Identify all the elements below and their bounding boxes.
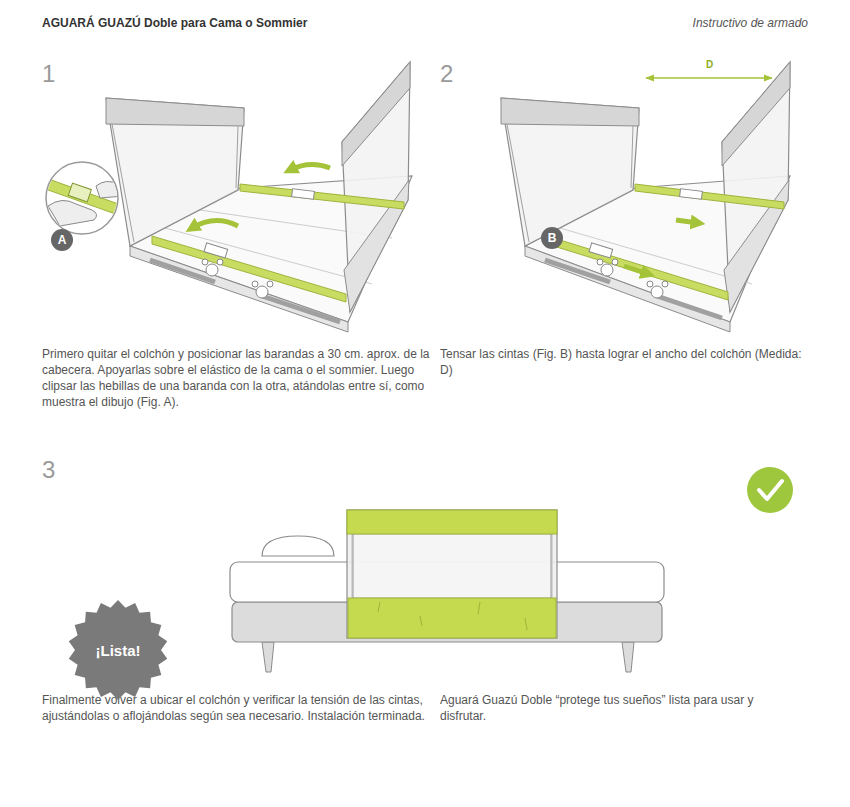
step3-illustration: [230, 467, 793, 672]
bed-leg: [622, 642, 634, 672]
strap: [635, 184, 784, 209]
check-circle: [747, 467, 793, 513]
clamp-knob: [601, 264, 613, 276]
magnifier-detail: [96, 181, 124, 198]
ready-badge: ¡Lista!: [68, 600, 168, 700]
rail-band: [342, 62, 410, 166]
step2-illustration: [501, 62, 790, 332]
fabric-fold: [378, 602, 527, 630]
starburst-shape: [69, 600, 167, 700]
fabric-fold: [378, 602, 380, 612]
rail-mesh: [352, 534, 552, 598]
step-number: 2: [440, 60, 453, 88]
circle-shape: [541, 227, 563, 249]
rail-band: [106, 98, 244, 126]
buckle: [589, 243, 613, 258]
rail-band: [347, 510, 557, 534]
step-number: 1: [42, 60, 55, 88]
move-arrow: [624, 266, 648, 274]
step-number: 3: [42, 456, 55, 484]
clamp-knob: [662, 281, 668, 287]
move-arrow: [192, 220, 238, 228]
page-title: AGUARÁ GUAZÚ Doble para Cama o Sommier: [42, 15, 307, 31]
callout-letter: B: [541, 227, 563, 249]
node-text: B: [548, 232, 557, 244]
callout-letter: A: [51, 229, 73, 251]
step-text: Finalmente volver a ubicar el colchón y …: [42, 692, 434, 724]
dimension-label: D: [706, 59, 713, 71]
fabric-fold: [420, 616, 422, 626]
clamp-knob: [647, 281, 653, 287]
magnifier-detail: [68, 183, 91, 202]
rail-post: [353, 534, 354, 598]
document-type: Instructivo de armado: [693, 15, 808, 31]
clamp-knob: [267, 281, 273, 287]
step1-illustration: [37, 62, 412, 332]
rail-post: [507, 124, 529, 242]
rail-panel: [501, 98, 639, 246]
fabric-fold: [525, 618, 527, 630]
buckle: [292, 189, 315, 200]
rail-panel: [722, 62, 790, 312]
clamp-knob: [202, 259, 208, 265]
clamp-knob: [597, 259, 603, 265]
rail-band: [501, 98, 639, 126]
fabric-fold: [478, 602, 480, 614]
clamp-knob: [651, 286, 663, 298]
clamp-bar: [262, 296, 340, 322]
step-text: Primero quitar el colchón y posicionar l…: [42, 346, 430, 410]
rail-panel: [347, 510, 557, 638]
clamp-knob: [252, 281, 258, 287]
strap: [240, 184, 404, 209]
magnifier-detail: [48, 200, 97, 226]
dimension-arrow: [646, 77, 772, 79]
buckle: [204, 243, 228, 258]
rail-post: [551, 534, 552, 598]
closing-text: Aguará Guazú Doble “protege tus sueños” …: [440, 692, 790, 724]
move-arrow: [290, 164, 330, 170]
pillow: [262, 536, 334, 556]
clamp-bar: [150, 260, 215, 282]
magnifier: [46, 162, 118, 234]
clamp-knob: [217, 259, 223, 265]
node-text: A: [58, 234, 67, 246]
clamp-knob: [256, 286, 268, 298]
clamp-bar: [657, 296, 722, 318]
check-mark: [759, 481, 782, 499]
clamp-bar: [545, 260, 610, 282]
clamp-knob: [202, 259, 273, 298]
rail-post: [236, 126, 238, 188]
node-text: ¡Lista!: [96, 643, 141, 658]
rail-panel: [342, 62, 410, 312]
clamp-knob: [206, 264, 218, 276]
rail-band: [348, 598, 556, 638]
buckle: [680, 189, 703, 200]
bed-leg: [262, 642, 274, 672]
clamp-knob: [612, 259, 618, 265]
move-arrow: [676, 220, 698, 223]
rail-post: [631, 126, 633, 188]
magnifier-detail: [37, 176, 124, 226]
step-text: Tensar las cintas (Fig. B) hasta lograr …: [440, 346, 812, 378]
circle-shape: [51, 229, 73, 251]
clamp-knob: [597, 259, 668, 298]
rail-panel: [106, 98, 244, 246]
